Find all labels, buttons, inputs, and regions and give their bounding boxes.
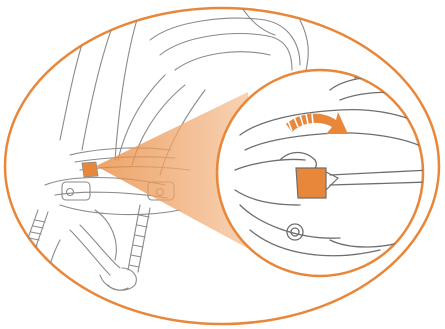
tab-marker-large (296, 168, 326, 198)
tab-marker-small (82, 162, 98, 177)
